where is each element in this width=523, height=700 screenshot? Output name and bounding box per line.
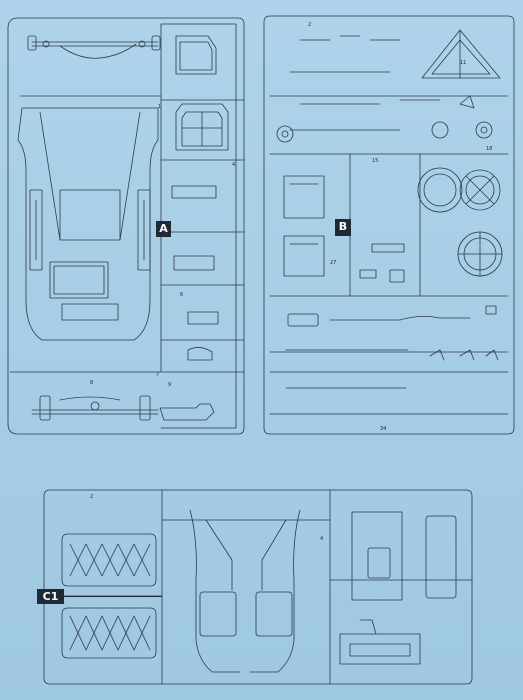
sprue-a-frame <box>7 17 245 435</box>
floor-panel-parts <box>339 511 457 665</box>
svg-text:11: 11 <box>460 60 466 66</box>
svg-text:8: 8 <box>90 380 93 386</box>
svg-text:2: 2 <box>308 22 311 28</box>
svg-text:15: 15 <box>372 158 378 164</box>
part-numbers: 1 4 6 7 8 9 2 11 15 18 27 34 2 4 <box>90 22 492 542</box>
panels-b <box>283 175 325 277</box>
sprue-b-frame <box>263 15 515 435</box>
seat-frame-part <box>175 35 217 75</box>
wheel-parts <box>417 121 503 277</box>
small-parts-a <box>159 185 219 421</box>
sprue-c1-frame <box>43 489 473 685</box>
svg-text:7: 7 <box>156 372 159 378</box>
seat-cushion-upper <box>61 533 157 587</box>
sprue-a-label: A <box>156 221 171 237</box>
chassis-body-part <box>17 107 159 341</box>
sprue-b-label: B <box>335 219 351 236</box>
sprue-c1-pointer-line <box>40 596 162 597</box>
svg-text:18: 18 <box>486 146 492 152</box>
svg-text:6: 6 <box>180 292 183 298</box>
sprue-c1-label: C1 <box>37 589 64 604</box>
small-parts-b <box>285 243 499 389</box>
svg-text:1: 1 <box>158 104 161 110</box>
svg-text:4: 4 <box>232 162 235 168</box>
fender-parts <box>189 509 301 673</box>
svg-text:9: 9 <box>168 382 171 388</box>
seat-back-part <box>175 103 229 151</box>
svg-text:2: 2 <box>90 494 93 500</box>
svg-text:4: 4 <box>320 536 323 542</box>
rods-b <box>276 35 475 143</box>
svg-text:34: 34 <box>380 426 386 432</box>
seat-cushion-lower <box>61 607 157 659</box>
windshield-frame-part <box>421 29 501 79</box>
rear-axle-part <box>31 395 159 421</box>
svg-text:27: 27 <box>330 260 336 266</box>
front-axle-part <box>27 35 161 59</box>
